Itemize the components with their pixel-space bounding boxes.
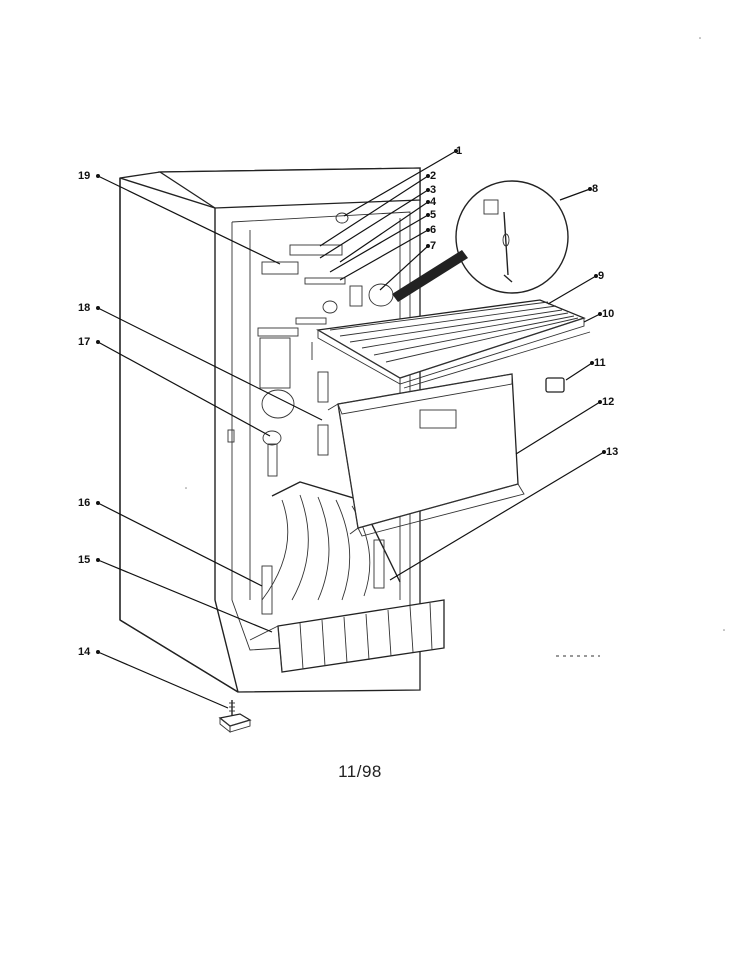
- callout-18: 18: [78, 302, 90, 314]
- callout-12: 12: [602, 396, 614, 408]
- callout-19: 19: [78, 170, 90, 182]
- callout-11: 11: [594, 357, 606, 369]
- callout-10: 10: [602, 308, 614, 320]
- callout-14: 14: [78, 646, 91, 658]
- callout-1: 1: [456, 145, 462, 157]
- callout-7: 7: [430, 240, 436, 252]
- drain-plug: [545, 377, 565, 393]
- scan-noise: [185, 37, 725, 657]
- callout-3: 3: [430, 184, 436, 196]
- interior-parts: [257, 212, 394, 477]
- leader-lines: [96, 149, 606, 709]
- callout-6: 6: [430, 224, 436, 236]
- crisper-drawer: [327, 373, 525, 537]
- callout-5: 5: [430, 209, 436, 221]
- revision-date: 11/98: [338, 762, 382, 781]
- callout-labels: 1 2 3 4 5 6 7 8 9 10 11 12 13 14 15 16 1…: [78, 145, 618, 658]
- cabinet-body: [119, 167, 421, 693]
- callout-17: 17: [78, 336, 90, 348]
- callout-13: 13: [606, 446, 618, 458]
- detail-inset-circle: [392, 180, 569, 302]
- callout-16: 16: [78, 497, 90, 509]
- callout-15: 15: [78, 554, 90, 566]
- leveling-foot: [218, 700, 252, 733]
- callout-4: 4: [430, 196, 437, 208]
- wire-shelf: [311, 299, 591, 389]
- callout-9: 9: [598, 270, 604, 282]
- callout-2: 2: [430, 170, 436, 182]
- callout-8: 8: [592, 183, 598, 195]
